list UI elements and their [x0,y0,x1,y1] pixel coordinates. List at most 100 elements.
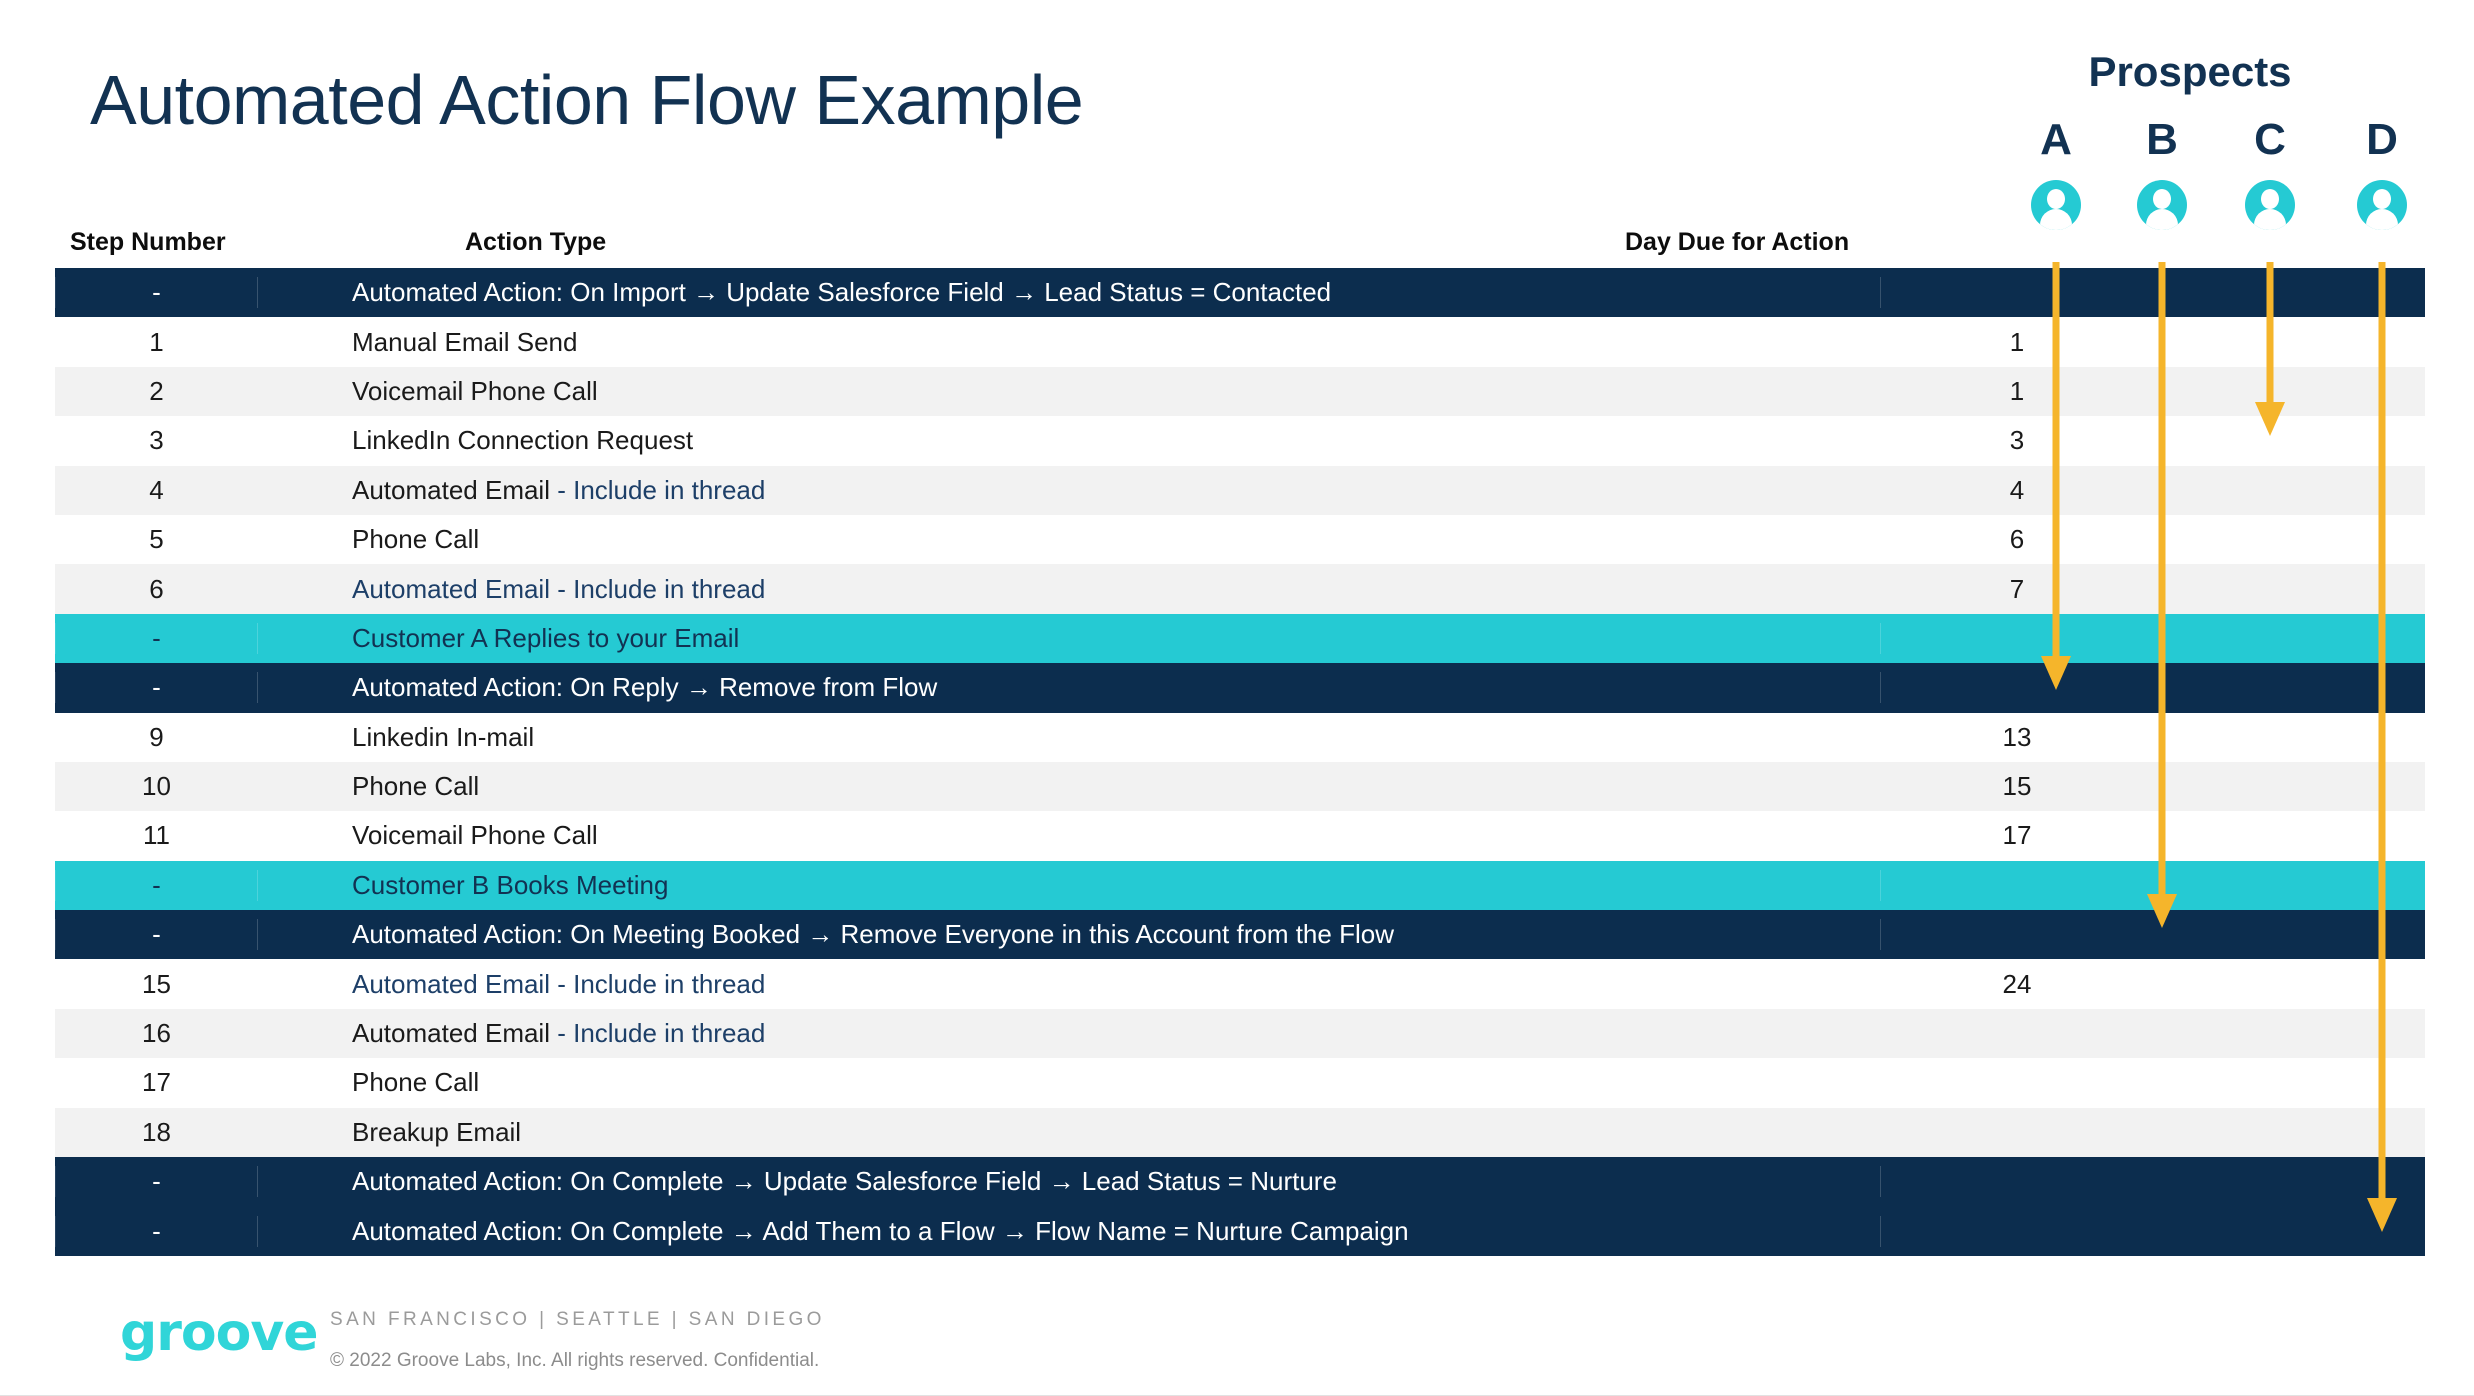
cell-action-type: Automated Email - Include in thread [330,475,1881,506]
cell-step-number: 10 [142,771,171,802]
cell-step-number: - [55,1215,258,1247]
prospect-letter: C [2254,115,2286,164]
cell-action-type: Breakup Email [330,1117,1881,1148]
groove-logo: groove [120,1303,318,1363]
cell-step-number: - [55,622,258,654]
cell-action-type: Phone Call [330,524,1881,555]
cell-action-type: Automated Email - Include in thread [330,969,1881,1000]
action-text: Phone Call [352,1067,480,1098]
prospects-heading: Prospects [2088,48,2292,95]
cell-day-due: 3 [2009,425,2025,456]
action-text-plain: Automated Email [352,1018,558,1049]
action-text: Customer B Books Meeting [352,869,669,900]
cell-action-type: Voicemail Phone Call [330,376,1881,407]
action-text: Automated Email - Include in thread [352,968,766,999]
table-row: 11 Voicemail Phone Call 17 [55,811,2425,861]
cell-step-number: - [55,919,258,951]
cell-action-type: Phone Call [330,1067,1881,1098]
cell-day-due: 7 [2009,573,2025,604]
cell-step-number: 17 [142,1067,171,1098]
table-row: 16 Automated Email - Include in thread [55,1008,2425,1059]
column-header-day-due: Day Due for Action [1625,228,1850,256]
cell-step-number: 9 [149,721,164,752]
cell-action-type: Automated Email - Include in thread [330,574,1881,605]
cell-step-number: 11 [143,820,170,851]
cell-action-type: Linkedin In-mail [330,722,1881,753]
cell-action-type: Automated Action: On Meeting Booked → Re… [330,919,1881,951]
prospect-column-d: D [2342,118,2422,230]
cell-day-due: 24 [2002,968,2032,999]
cell-step-number: 1 [149,326,164,357]
action-text: Breakup Email [352,1116,522,1147]
cell-action-type: Automated Action: On Import → Update Sal… [330,277,1881,309]
cell-day-due: 17 [2002,820,2032,851]
cell-action-type: Automated Email - Include in thread [330,1018,1881,1049]
prospect-column-b: B [2122,118,2202,230]
action-text: Linkedin In-mail [352,721,535,752]
action-text: Automated Action: On Reply → Remove from… [352,672,938,703]
action-text-plain: Automated Email [352,474,558,505]
cell-action-type: LinkedIn Connection Request [330,425,1881,456]
cell-step-number: 6 [149,573,164,604]
cell-step-number: 2 [149,375,164,406]
action-text: Automated Email - Include in thread [352,573,766,604]
footer-copyright: © 2022 Groove Labs, Inc. All rights rese… [330,1350,820,1371]
cell-action-type: Automated Action: On Complete → Add Them… [330,1215,1881,1247]
cell-day-due: 1 [2009,375,2025,406]
cell-step-number: - [55,1166,258,1198]
cell-action-type: Voicemail Phone Call [330,820,1881,851]
action-text-link: - Include in thread [557,1018,766,1049]
action-text: LinkedIn Connection Request [352,425,694,456]
flow-table: - Automated Action: On Import → Update Sa… [55,268,2425,1256]
table-row: 2 Voicemail Phone Call 1 [55,366,2425,417]
table-row: - Automated Action: On Reply → Remove fro… [55,663,2425,713]
prospect-column-c: C [2230,118,2310,230]
cell-step-number: 18 [142,1116,171,1147]
cell-day-due: 15 [2002,771,2032,802]
cell-step-number: - [55,277,258,309]
table-row: - Automated Action: On Complete → Update … [55,1157,2425,1207]
action-text: Voicemail Phone Call [352,375,598,406]
cell-step-number: 5 [149,524,164,555]
page-title: Automated Action Flow Example [90,61,1084,139]
user-avatar-icon [2357,180,2407,230]
cell-step-number: 3 [149,425,164,456]
prospect-letter: A [2040,115,2072,164]
action-text: Automated Action: On Complete → Add Them… [352,1215,1409,1246]
table-row: 17 Phone Call [55,1058,2425,1108]
cell-step-number: 16 [142,1018,171,1049]
prospect-letter: B [2146,115,2178,164]
action-text: Phone Call [352,524,480,555]
action-text: Phone Call [352,771,480,802]
cell-day-due: 4 [2009,474,2025,505]
table-row: 18 Breakup Email [55,1107,2425,1158]
action-text-link: - Include in thread [557,474,766,505]
cell-action-type: Automated Action: On Complete → Update S… [330,1166,1881,1198]
cell-action-type: Manual Email Send [330,327,1881,358]
cell-step-number: - [55,869,258,901]
footer: groove SAN FRANCISCO | SEATTLE | SAN DIE… [0,1295,2474,1396]
footer-cities: SAN FRANCISCO | SEATTLE | SAN DIEGO [330,1309,825,1330]
user-avatar-icon [2137,180,2187,230]
table-row: - Automated Action: On Meeting Booked → R… [55,910,2425,960]
table-row: 3 LinkedIn Connection Request 3 [55,416,2425,466]
column-header-step-number: Step Number [70,228,226,256]
table-row: - Customer B Books Meeting [55,860,2425,911]
table-row: - Automated Action: On Import → Update Sa… [55,268,2425,318]
table-row: 6 Automated Email - Include in thread 7 [55,564,2425,614]
column-header-action-type: Action Type [465,228,607,256]
action-text: Automated Action: On Complete → Update S… [352,1166,1337,1197]
table-row: 10 Phone Call 15 [55,761,2425,812]
table-header: Step Number Action Type Day Due for Acti… [0,228,2474,272]
user-avatar-icon [2031,180,2081,230]
table-row: -Customer A Replies to your Email [55,613,2425,664]
cell-step-number: - [55,672,258,704]
cell-action-type: Phone Call [330,771,1881,802]
action-text: Automated Action: On Meeting Booked → Re… [352,919,1394,950]
cell-action-type: Customer B Books Meeting [330,869,1881,901]
